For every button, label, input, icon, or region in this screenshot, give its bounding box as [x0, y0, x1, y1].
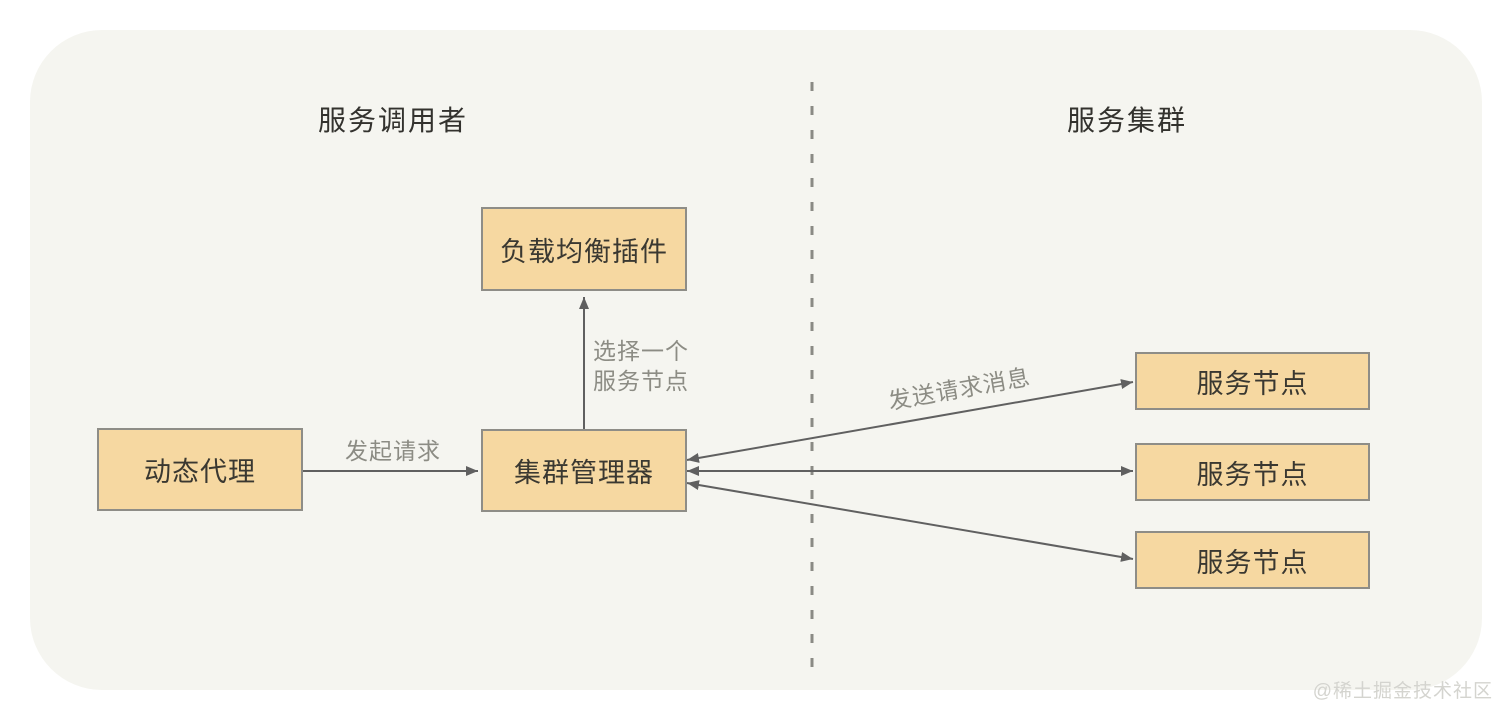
edge-label-select-node-line1: 选择一个 [593, 338, 689, 364]
edge-label-initiate-request: 发起请求 [345, 438, 441, 464]
node-service-node-1: 服务节点 [1135, 352, 1370, 410]
node-cluster-manager: 集群管理器 [481, 429, 687, 512]
node-load-balancer: 负载均衡插件 [481, 207, 687, 291]
node-service-node-3: 服务节点 [1135, 531, 1370, 589]
node-service-node-2-label: 服务节点 [1196, 459, 1309, 490]
node-service-node-2: 服务节点 [1135, 443, 1370, 501]
node-dynamic-proxy-label: 动态代理 [144, 457, 256, 487]
node-service-node-3-label: 服务节点 [1196, 547, 1309, 578]
node-service-node-1-label: 服务节点 [1196, 368, 1309, 399]
right-section-title: 服务集群 [1066, 105, 1188, 136]
edge-label-select-node: 选择一个 服务节点 [593, 336, 689, 396]
node-cluster-manager-label: 集群管理器 [514, 458, 654, 488]
left-section-title: 服务调用者 [317, 105, 469, 136]
node-dynamic-proxy: 动态代理 [97, 428, 303, 511]
edge-label-select-node-line2: 服务节点 [593, 368, 689, 394]
node-load-balancer-label: 负载均衡插件 [500, 236, 668, 267]
watermark: @稀土掘金技术社区 [1312, 681, 1493, 702]
